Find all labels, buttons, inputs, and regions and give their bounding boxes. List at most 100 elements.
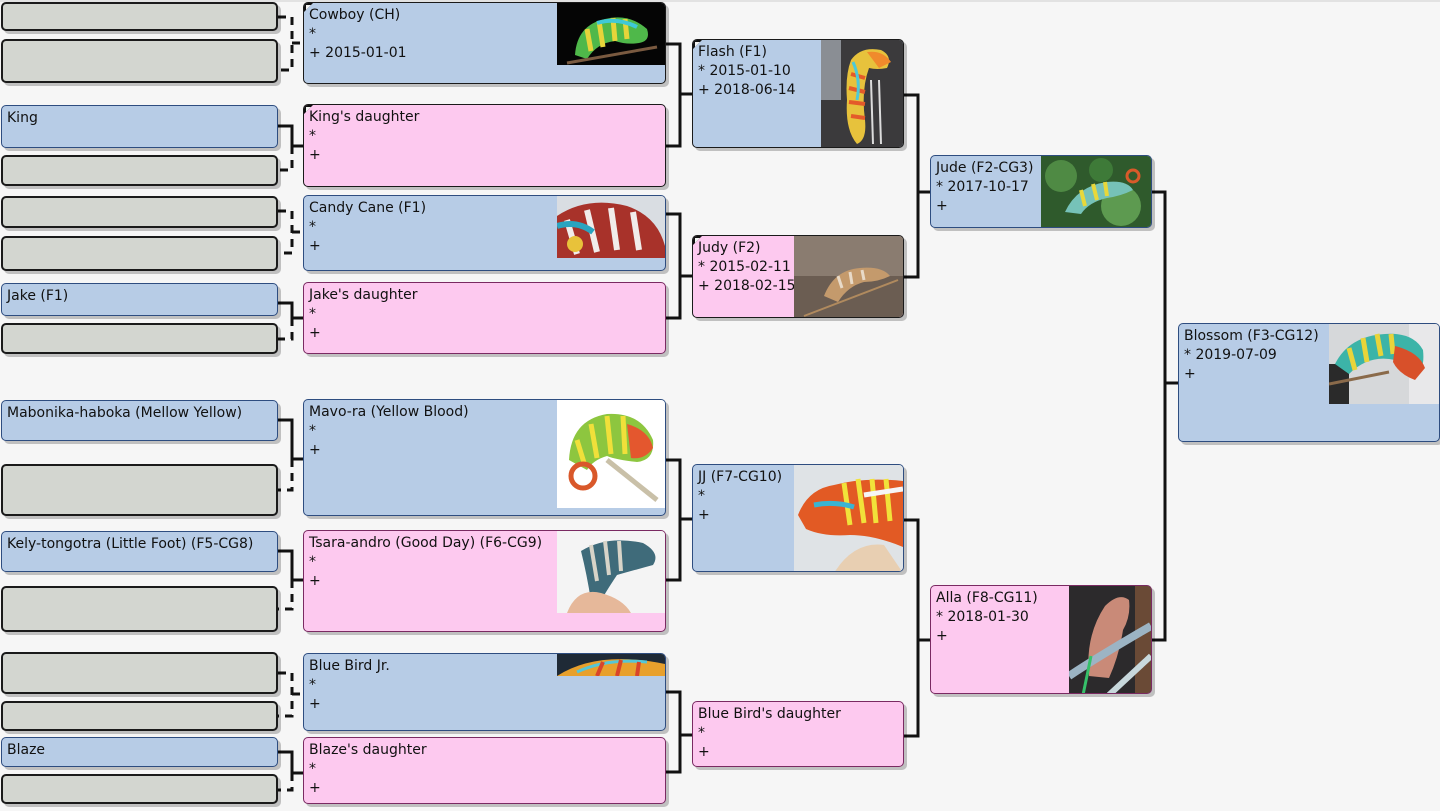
animal-name: Kely-tongotra (Little Foot) (F5-CG8) <box>7 536 254 552</box>
death-date: + 2018-06-14 <box>698 82 796 98</box>
card-gen4-animal[interactable]: Jake (F1) <box>1 283 278 316</box>
death-date: + <box>309 238 321 254</box>
card-gen4-animal[interactable]: King <box>1 105 278 148</box>
chameleon-photo <box>557 3 665 65</box>
card-gen4-empty[interactable] <box>1 586 278 632</box>
birth-date: * <box>309 423 316 439</box>
connector-judy <box>666 212 693 320</box>
connector-blazes-daughter <box>278 750 304 775</box>
birth-date: * <box>309 554 316 570</box>
card-judy[interactable]: Judy (F2) * 2015-02-11 + 2018-02-15 <box>692 235 904 318</box>
death-date: + <box>309 147 321 163</box>
card-gen4-animal[interactable]: Kely-tongotra (Little Foot) (F5-CG8) <box>1 531 278 572</box>
collapse-corner-icon[interactable] <box>304 105 313 114</box>
animal-name: Judy (F2) <box>698 240 761 256</box>
connector-mavo-ra-mother <box>278 459 294 492</box>
connector-blue-bird-jr <box>278 671 304 718</box>
connector-jakes-daughter-mother <box>278 318 294 341</box>
connector-candy-cane <box>278 209 304 255</box>
animal-name: Blue Bird Jr. <box>309 658 390 674</box>
connector-alla <box>904 518 931 738</box>
animal-name: Cowboy (CH) <box>309 7 401 23</box>
birth-date: * <box>309 26 316 42</box>
card-blue-birds-daughter[interactable]: Blue Bird's daughter*+ <box>692 701 904 767</box>
death-date: + <box>309 325 321 341</box>
chameleon-photo <box>557 654 665 676</box>
card-blossom[interactable]: Blossom (F3-CG12)* 2019-07-09+ <box>1178 323 1440 442</box>
card-gen4-empty[interactable] <box>1 701 278 731</box>
card-jude[interactable]: Jude (F2-CG3)* 2017-10-17+ <box>930 155 1152 228</box>
animal-name: Mavo-ra (Yellow Blood) <box>309 404 469 420</box>
card-candy-cane[interactable]: Candy Cane (F1)*+ <box>303 195 666 271</box>
death-date: + 2018-02-15 <box>698 278 796 294</box>
birth-date: * 2017-10-17 <box>936 179 1029 195</box>
card-cowboy[interactable]: Cowboy (CH)*+ 2015-01-01 <box>303 2 666 84</box>
death-date: + <box>698 507 710 523</box>
chameleon-photo <box>1041 156 1151 227</box>
card-gen4-empty[interactable] <box>1 39 278 83</box>
card-gen4-empty[interactable] <box>1 196 278 228</box>
card-blue-bird-jr[interactable]: Blue Bird Jr.*+ <box>303 653 666 731</box>
card-gen4-empty[interactable] <box>1 2 278 31</box>
chameleon-photo <box>557 196 665 258</box>
birth-date: * <box>698 725 705 741</box>
connector-jj <box>666 458 693 582</box>
card-flash[interactable]: Flash (F1)* 2015-01-10+ 2018-06-14 <box>692 39 904 148</box>
death-date: + <box>309 780 321 796</box>
connector-blossom <box>1152 190 1179 642</box>
animal-name: Blaze <box>7 742 46 758</box>
card-tsara-andro[interactable]: Tsara-andro (Good Day) (F6-CG9) * + <box>303 530 666 632</box>
card-gen4-empty[interactable] <box>1 774 278 804</box>
connector-tsara-andro-mother <box>278 580 294 611</box>
card-alla[interactable]: Alla (F8-CG11)* 2018-01-30+ <box>930 585 1152 694</box>
connector-mavo-ra <box>278 418 304 461</box>
card-gen4-empty[interactable] <box>1 155 278 186</box>
card-blazes-daughter[interactable]: Blaze's daughter*+ <box>303 737 666 804</box>
death-date: + <box>309 696 321 712</box>
chameleon-photo <box>794 236 903 317</box>
animal-name: Alla (F8-CG11) <box>936 590 1038 606</box>
death-date: + <box>309 573 321 589</box>
animal-name: King's daughter <box>309 109 420 125</box>
card-gen4-animal[interactable]: Blaze <box>1 737 278 767</box>
chameleon-photo <box>557 400 665 508</box>
connector-kings-daughter-mother <box>278 146 294 172</box>
connector-blue-birds-daughter <box>666 690 693 774</box>
collapse-corner-icon[interactable] <box>693 236 702 245</box>
card-mavo-ra[interactable]: Mavo-ra (Yellow Blood) * + <box>303 399 666 516</box>
connector-blazes-daughter-mother <box>278 773 294 792</box>
animal-name: Flash (F1) <box>698 44 768 60</box>
card-jj[interactable]: JJ (F7-CG10)*+ <box>692 464 904 572</box>
collapse-corner-icon[interactable] <box>304 3 313 12</box>
animal-name: Tsara-andro (Good Day) (F6-CG9) <box>309 535 543 551</box>
top-border <box>0 0 1440 2</box>
card-jakes-daughter[interactable]: Jake's daughter*+ <box>303 282 666 354</box>
card-gen4-empty[interactable] <box>1 323 278 354</box>
chameleon-photo <box>1329 324 1439 404</box>
birth-date: * <box>309 128 316 144</box>
card-gen4-empty[interactable] <box>1 652 278 694</box>
connector-flash <box>666 42 693 148</box>
chameleon-photo <box>794 465 903 571</box>
chameleon-photo <box>557 531 665 613</box>
animal-name: Jake's daughter <box>309 287 418 303</box>
animal-name: Candy Cane (F1) <box>309 200 427 216</box>
card-gen4-empty[interactable] <box>1 464 278 516</box>
card-gen4-animal[interactable]: Mabonika-haboka (Mellow Yellow) <box>1 400 278 441</box>
collapse-corner-icon[interactable] <box>693 40 702 49</box>
death-date: + <box>1184 366 1196 382</box>
birth-date: * <box>309 761 316 777</box>
connector-jakes-daughter <box>278 301 304 320</box>
animal-name: Mabonika-haboka (Mellow Yellow) <box>7 405 243 421</box>
chameleon-photo <box>1069 586 1151 693</box>
birth-date: * 2015-02-11 <box>698 259 791 275</box>
birth-date: * 2018-01-30 <box>936 609 1029 625</box>
animal-name: Blossom (F3-CG12) <box>1184 328 1319 344</box>
card-kings-daughter[interactable]: King's daughter * + <box>303 104 666 187</box>
animal-name: King <box>7 110 38 126</box>
card-gen4-empty[interactable] <box>1 236 278 271</box>
connector-kings-daughter <box>278 124 304 148</box>
death-date: + <box>309 442 321 458</box>
chameleon-photo <box>821 40 903 147</box>
